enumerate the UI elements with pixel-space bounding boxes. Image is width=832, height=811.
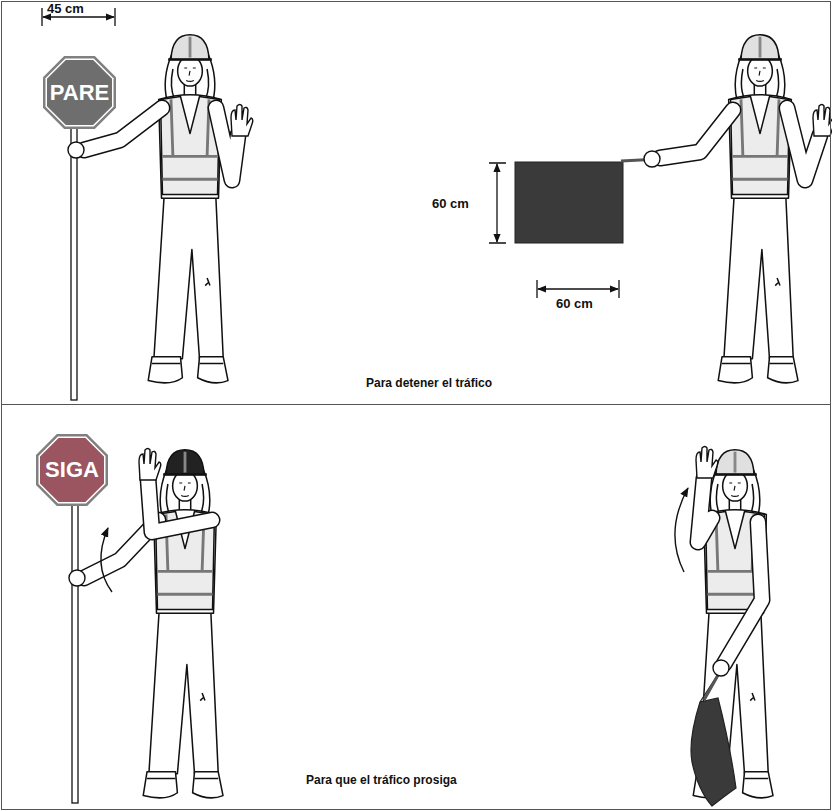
arm — [698, 478, 712, 542]
arm — [724, 522, 762, 664]
sign-pole — [71, 125, 77, 400]
diagram-panel: Para detener el tráfico PARE — [1, 1, 831, 405]
open-hand — [139, 449, 161, 481]
dimension-label: 45 cm — [47, 1, 84, 16]
arm-fill — [660, 110, 733, 158]
fist — [644, 151, 660, 167]
arm-fill — [724, 522, 762, 664]
arm-outline — [724, 522, 762, 664]
fist — [69, 570, 85, 586]
dimension-tick — [537, 280, 619, 298]
octagon-sign: SIGA — [36, 434, 108, 506]
sign-text: SIGA — [45, 459, 99, 481]
panel-caption: Para que el tráfico prosiga — [306, 773, 457, 787]
arm — [148, 478, 212, 532]
sign-rim — [43, 56, 116, 129]
fist — [68, 142, 84, 158]
red-flag — [691, 668, 736, 806]
arm-fill — [698, 478, 712, 542]
fist — [713, 660, 729, 676]
dimension-tick — [489, 163, 506, 243]
sign-face — [40, 438, 104, 502]
arm-fill — [148, 478, 212, 532]
octagon-sign: PARE — [43, 56, 116, 129]
sign-rim — [36, 434, 108, 506]
dimension-line — [496, 164, 497, 242]
arm-outline — [148, 478, 212, 532]
arm-outline — [698, 478, 712, 542]
dimension-label: 60 cm — [556, 296, 593, 311]
sign-face — [47, 60, 112, 125]
arm — [660, 110, 733, 158]
flagger-figure — [718, 35, 798, 383]
sign-border — [46, 59, 114, 127]
sign-border — [39, 437, 106, 504]
sign-pole — [72, 503, 78, 803]
motion-arrow — [101, 528, 112, 592]
dimension-label: 60 cm — [432, 196, 469, 211]
open-hand — [696, 447, 718, 479]
motion-arrow — [675, 488, 688, 572]
open-hand — [231, 105, 253, 137]
dimension-line — [538, 288, 618, 289]
panel-caption: Para detener el tráfico — [366, 376, 492, 390]
flagger-figure — [148, 35, 228, 383]
arm-outline — [660, 110, 733, 158]
diagram-panel: Para que el tráfico prosiga SIGA — [1, 404, 831, 810]
sign-text: PARE — [50, 82, 110, 104]
flagger-figure — [143, 450, 223, 798]
red-flag — [515, 162, 623, 243]
dimension-line — [43, 16, 114, 17]
open-hand — [813, 105, 832, 137]
